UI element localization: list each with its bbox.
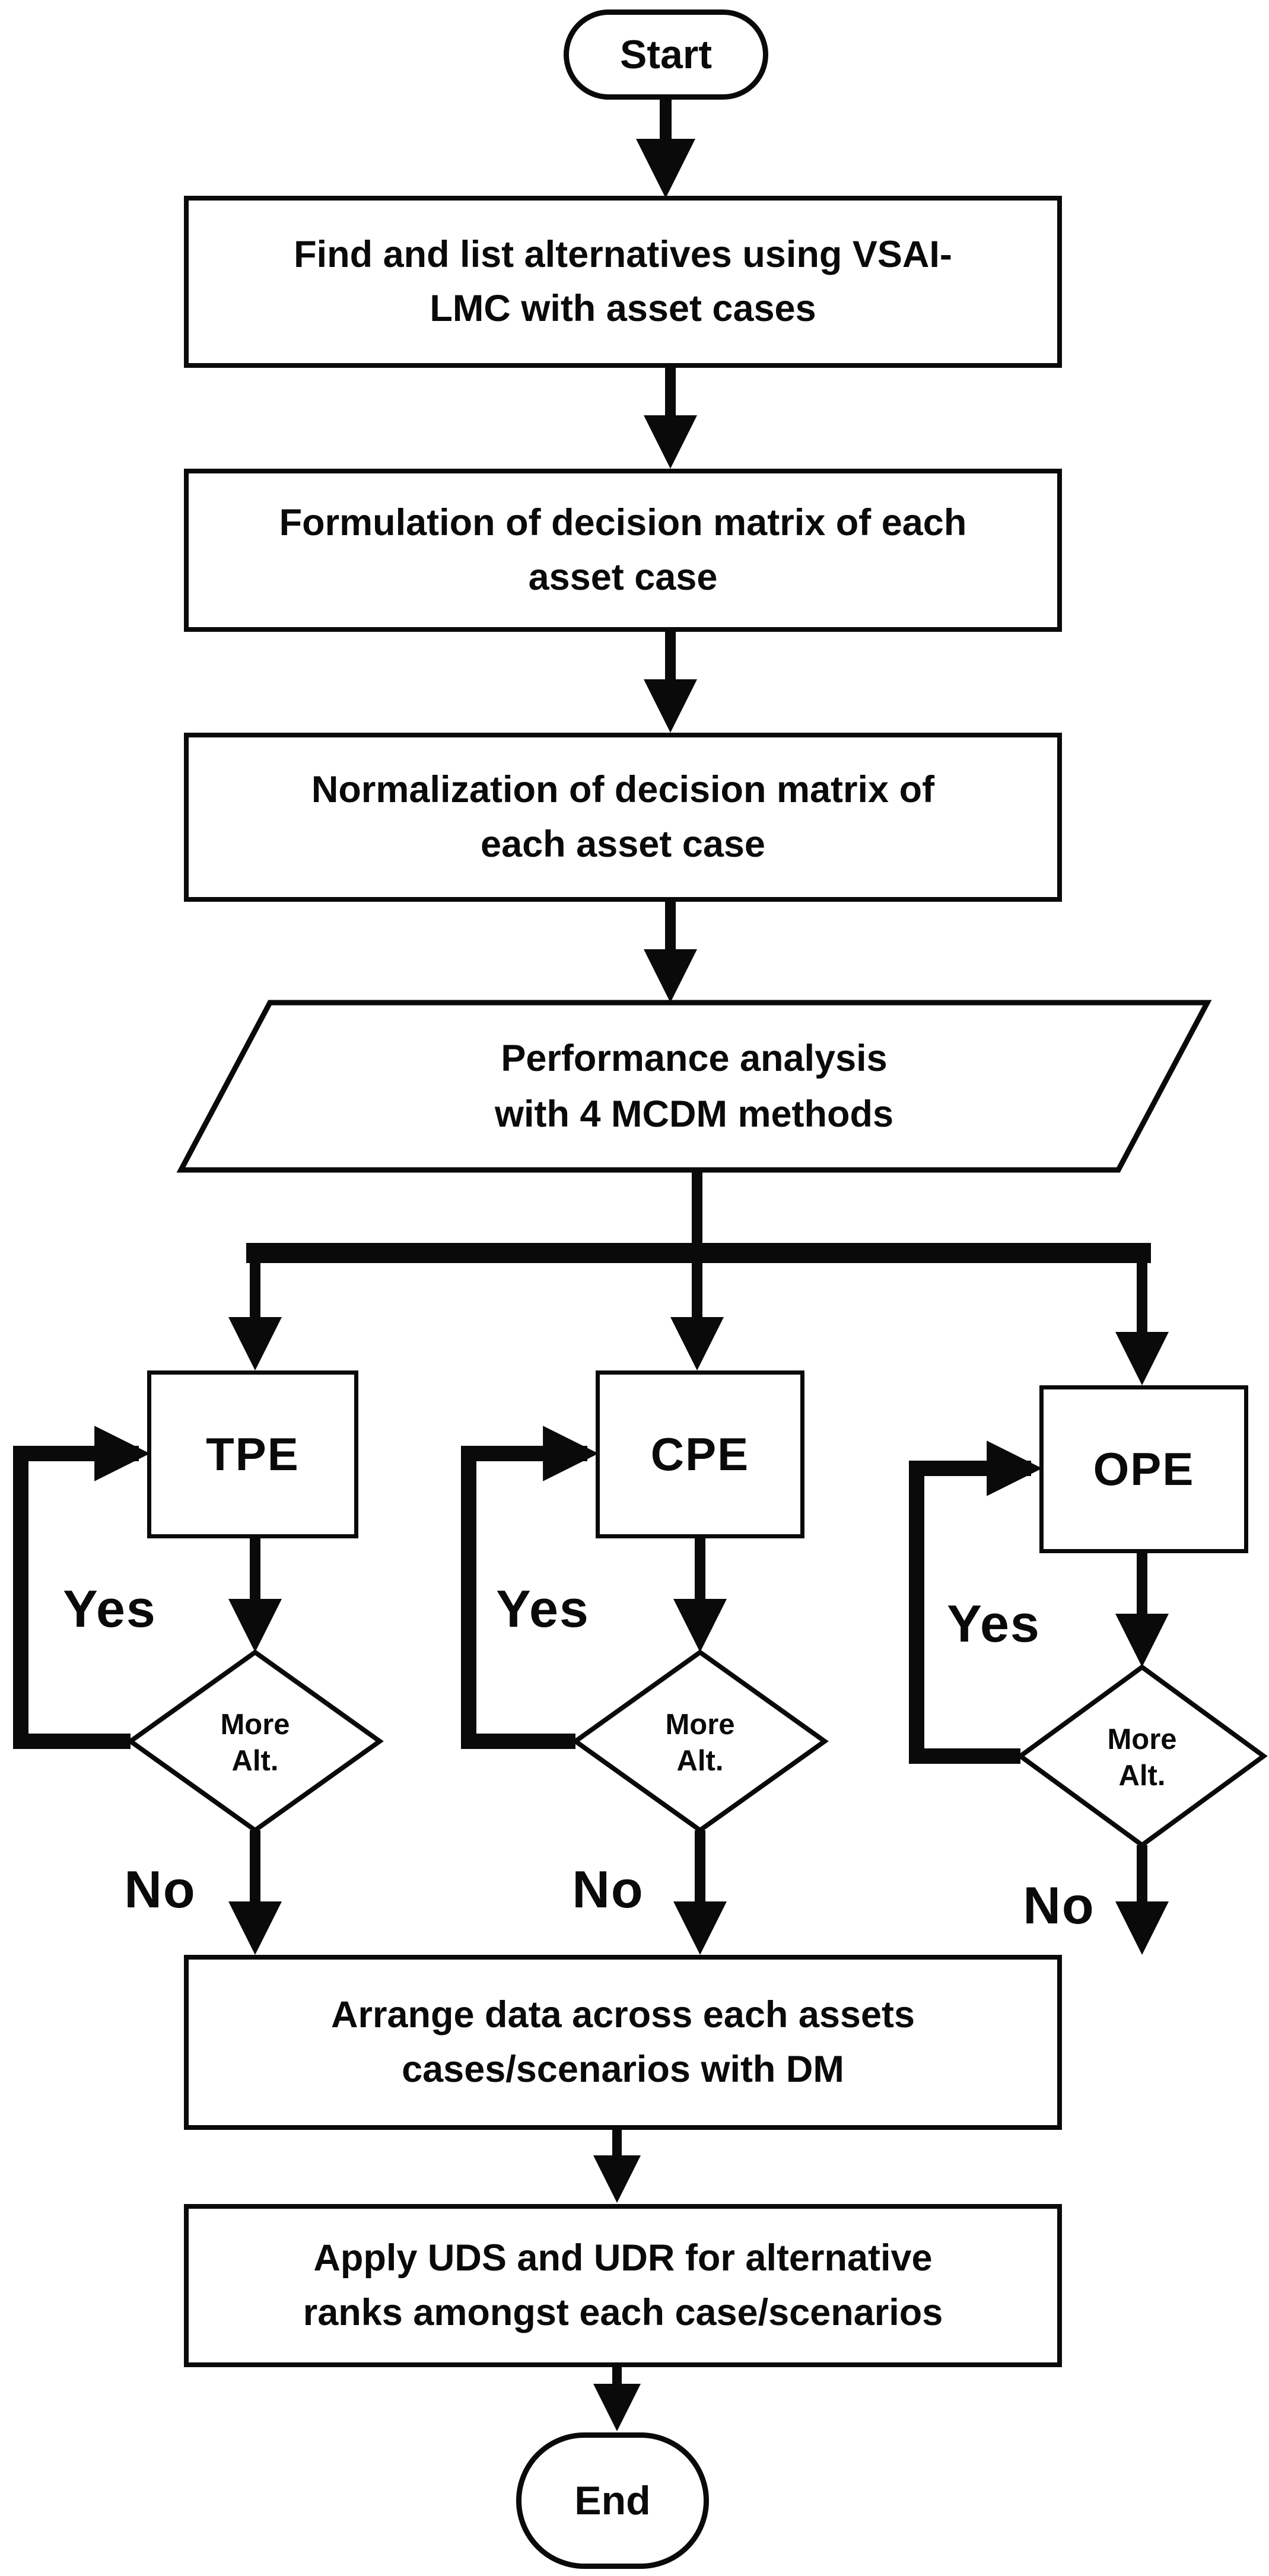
- process-find-alternatives-label: Find and list alternatives using VSAI- L…: [294, 233, 952, 329]
- decision-label-cpe: More Alt.: [665, 1708, 735, 1777]
- yes-label-tpe: Yes: [63, 1579, 157, 1638]
- method-box-tpe: TPE: [147, 1370, 358, 1538]
- performance-parallelogram-shape: [176, 1000, 1212, 1173]
- method-box-cpe: CPE: [596, 1370, 804, 1538]
- decision-label-ope: More Alt.: [1107, 1723, 1177, 1792]
- no-label-ope: No: [1023, 1876, 1095, 1935]
- process-normalize-matrix-label: Normalization of decision matrix of each…: [311, 769, 935, 865]
- end-node: End: [516, 2432, 709, 2569]
- io-performance-analysis-label: Performance analysis with 4 MCDM methods: [495, 1037, 893, 1136]
- end-label: End: [574, 2478, 651, 2523]
- process-arrange-data-label: Arrange data across each assets cases/sc…: [330, 1994, 915, 2090]
- io-performance-analysis: Performance analysis with 4 MCDM methods: [267, 1009, 1121, 1164]
- yes-label-ope: Yes: [947, 1594, 1041, 1653]
- process-arrange-data: Arrange data across each assets cases/sc…: [184, 1955, 1062, 2130]
- yes-loop-tpe: [13, 1426, 150, 1749]
- method-box-ope: OPE: [1039, 1385, 1248, 1553]
- process-apply-uds-udr: Apply UDS and UDR for alternative ranks …: [184, 2204, 1062, 2367]
- process-formulate-matrix: Formulation of decision matrix of each a…: [184, 469, 1062, 632]
- process-formulate-matrix-label: Formulation of decision matrix of each a…: [279, 502, 967, 598]
- method-box-ope-label: OPE: [1093, 1442, 1195, 1495]
- yes-label-cpe: Yes: [496, 1579, 590, 1638]
- process-apply-uds-udr-label: Apply UDS and UDR for alternative ranks …: [303, 2237, 943, 2333]
- process-find-alternatives: Find and list alternatives using VSAI- L…: [184, 196, 1062, 368]
- start-label: Start: [620, 31, 712, 77]
- decision-label-tpe: More Alt.: [220, 1708, 290, 1777]
- start-node: Start: [564, 9, 768, 100]
- no-label-cpe: No: [572, 1860, 644, 1919]
- yes-loop-cpe: [461, 1426, 599, 1749]
- method-box-cpe-label: CPE: [650, 1427, 750, 1480]
- method-box-tpe-label: TPE: [206, 1427, 300, 1480]
- yes-loop-ope: [909, 1440, 1042, 1764]
- process-normalize-matrix: Normalization of decision matrix of each…: [184, 733, 1062, 902]
- no-label-tpe: No: [124, 1860, 196, 1919]
